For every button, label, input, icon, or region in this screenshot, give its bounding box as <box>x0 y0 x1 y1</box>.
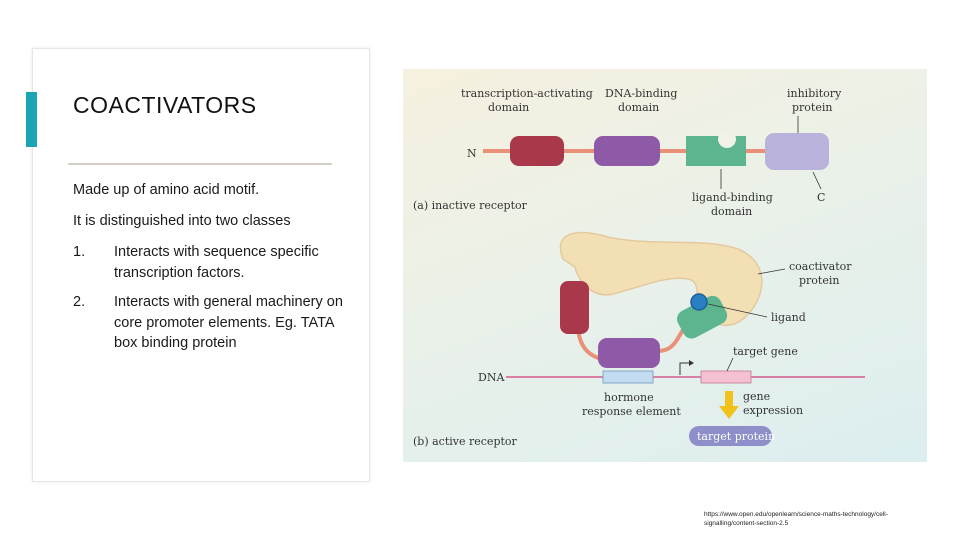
inhib-label-1: inhibitory <box>787 87 842 100</box>
hre-label-2: response element <box>582 405 681 418</box>
panel-b-label: (b) active receptor <box>413 435 518 448</box>
coact-pointer <box>757 268 786 275</box>
lbd-label-1: ligand-binding <box>692 191 773 204</box>
coact-label-1: coactivator <box>789 260 852 273</box>
panel-a-label: (a) inactive receptor <box>413 199 528 212</box>
tad-label-2: domain <box>488 101 529 114</box>
inhibitory-protein <box>765 133 829 170</box>
gene-expr-label-1: gene <box>743 390 770 403</box>
title-divider <box>68 163 332 165</box>
hre-label-1: hormone <box>604 391 654 404</box>
target-gene <box>700 370 752 384</box>
tad-label-1: transcription-activating <box>461 87 593 100</box>
lbd-label-2: domain <box>711 205 752 218</box>
slide-title: COACTIVATORS <box>73 92 257 118</box>
title-accent-bar <box>26 92 37 147</box>
target-gene-pointer <box>726 357 734 372</box>
transcription-activating-domain <box>560 281 589 334</box>
c-terminus-pointer <box>812 171 822 190</box>
ligand-binding-domain <box>677 295 728 339</box>
dbd-label-2: domain <box>618 101 659 114</box>
c-terminus-label: C <box>817 191 825 204</box>
source-credit: https://www.open.edu/openlearn/science-m… <box>704 511 888 527</box>
content-card <box>32 48 370 482</box>
dna-binding-domain <box>598 338 660 368</box>
target-protein <box>689 426 772 446</box>
classes-text: It is distinguished into two classes <box>73 213 291 229</box>
transcription-activating-domain <box>510 136 564 166</box>
target-gene-label: target gene <box>733 345 798 358</box>
list-item-number: 1. <box>73 244 86 260</box>
ligand-binding-domain <box>686 136 746 166</box>
gene-expr-label-2: expression <box>743 404 803 417</box>
coact-label-2: protein <box>799 274 839 287</box>
receptor-diagram: N transcription-activating domain DNA-bi… <box>403 69 927 462</box>
list-item-text: Interacts with sequence specific transcr… <box>114 244 319 281</box>
list-item-text: Interacts with general machinery on core… <box>114 294 343 351</box>
ligand-pointer <box>707 303 768 318</box>
arrow-head <box>689 360 694 366</box>
inhib-label-2: protein <box>792 101 832 114</box>
list-item-number: 2. <box>73 294 86 310</box>
transcription-start-arrow <box>679 362 689 375</box>
n-terminus-label: N <box>467 147 477 160</box>
receptor-diagram-svg: N transcription-activating domain DNA-bi… <box>413 87 865 448</box>
gene-expression-arrow <box>719 391 739 419</box>
dbd-label-1: DNA-binding <box>605 87 677 100</box>
hormone-response-element <box>602 370 654 384</box>
dna-label: DNA <box>478 371 505 384</box>
intro-text: Made up of amino acid motif. <box>73 182 260 198</box>
target-protein-label: target protein <box>697 430 775 443</box>
ligand-binding-pocket <box>718 130 736 148</box>
ligand-label: ligand <box>771 311 806 324</box>
coactivator-protein <box>559 231 763 327</box>
ligand <box>690 293 708 311</box>
dna-binding-domain <box>594 136 660 166</box>
